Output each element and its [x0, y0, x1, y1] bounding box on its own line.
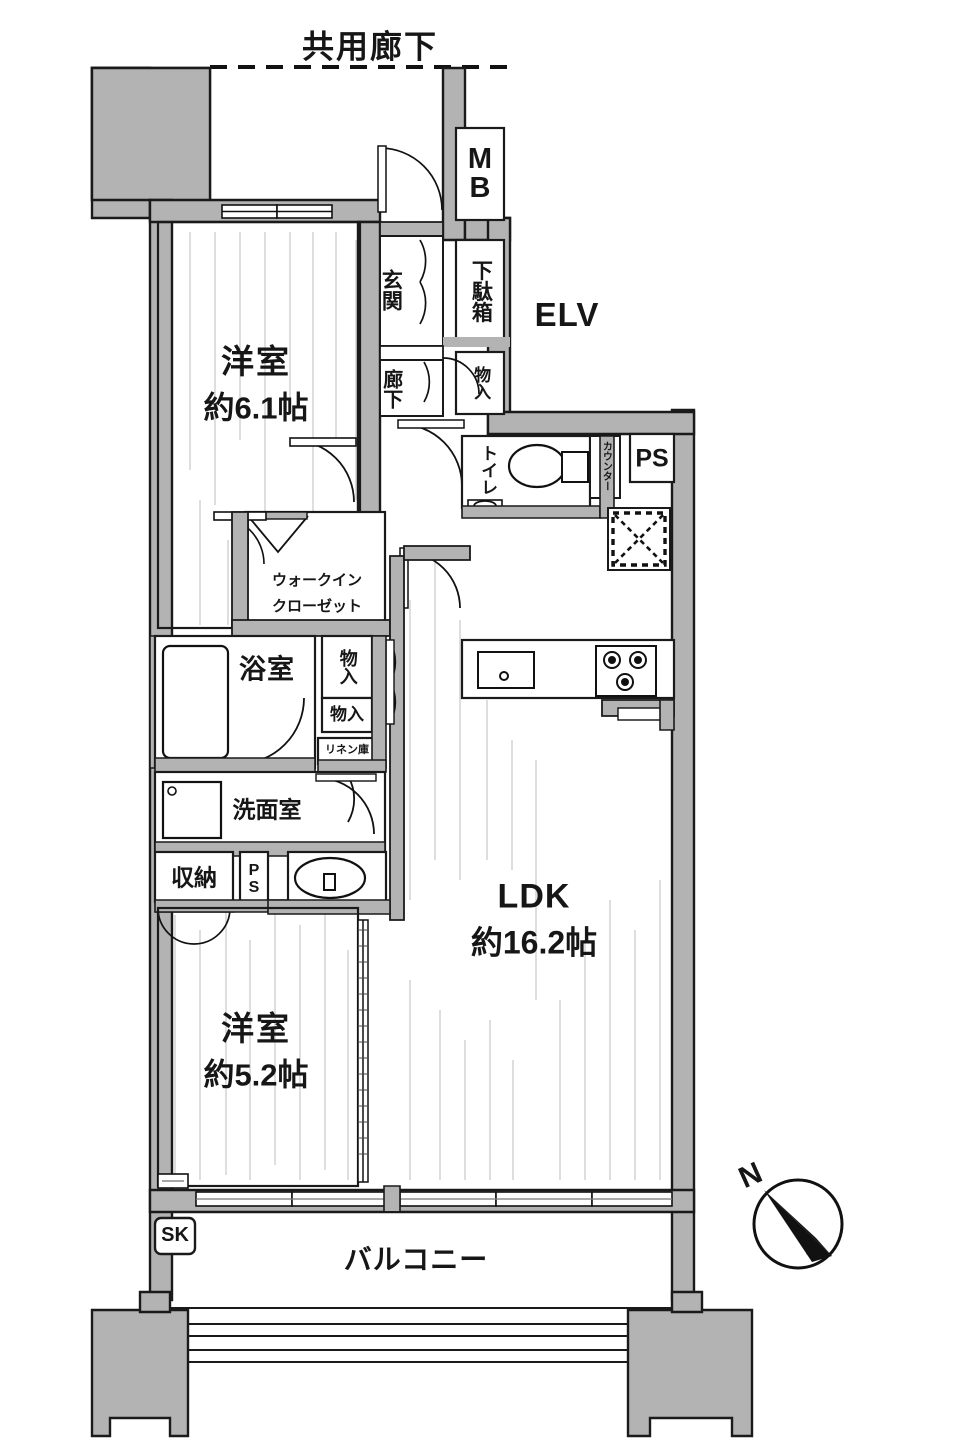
top-left-notch: [90, 66, 212, 222]
wic-bottom-wall: [231, 619, 391, 637]
wic-left-wall: [231, 511, 249, 629]
ldk-size: 約16.2帖: [470, 924, 598, 961]
toilet-bowl: [507, 443, 567, 489]
kitchen-sink: [477, 651, 535, 689]
bedroom-1-door: [289, 437, 357, 503]
toilet-label: トイレ: [478, 444, 498, 496]
floor-grain-ldk: [409, 560, 685, 1180]
washroom-door: [315, 773, 377, 835]
elevator-label: ELV: [534, 296, 600, 334]
hallway-sep-wall: [379, 345, 444, 361]
balcony-pier-right: [626, 1308, 754, 1438]
entrance-label: 玄関: [379, 269, 403, 311]
storage-door-arc: [442, 357, 480, 395]
entry-storage-label: 物入: [471, 366, 491, 400]
balcony-pier-right-stub: [670, 1290, 704, 1314]
bathroom-label: 浴室: [239, 654, 295, 685]
bedroom-2-sliding-door: [357, 919, 369, 1183]
washer-drain: [167, 786, 177, 796]
toilet-tank: [561, 451, 589, 483]
entry-left-wall: [356, 220, 382, 562]
bedroom-2-name: 洋室: [221, 1010, 291, 1048]
kitchen-side-wall: [659, 699, 675, 731]
stove-burners: [603, 651, 647, 691]
linen-bottom: [317, 759, 387, 773]
bath-bottom-wall: [154, 757, 316, 773]
ldk-upper-wall: [462, 518, 614, 532]
counter-label: カウンター: [600, 441, 612, 491]
ldk-boundary-left: [389, 555, 405, 921]
bedroom-1-window: [221, 204, 333, 219]
entrance-genkan-room: [379, 235, 444, 347]
balcony-railing: [188, 1323, 628, 1363]
sink-drain: [499, 671, 509, 681]
bathtub: [161, 644, 230, 760]
storage-b-box: [320, 696, 374, 734]
toilet-bottom-wall: [461, 505, 601, 519]
entry-storage: [454, 350, 506, 416]
balcony-pier-left: [90, 1308, 190, 1438]
storage-b-label: 物入: [330, 704, 364, 724]
common-corridor-label: 共用廊下: [301, 28, 439, 65]
corridor-swing-door: [397, 419, 465, 609]
closet-shuno-label: 収納: [171, 864, 217, 891]
basin-faucet: [323, 873, 336, 891]
hallway-label: 廊下: [379, 369, 402, 409]
balcony-mullion: [383, 1185, 401, 1213]
storage-doors-arc: [385, 639, 397, 725]
washroom-label: 洗面室: [232, 796, 302, 823]
balcony-sliding-windows: [195, 1191, 673, 1207]
ldk-name: LDK: [497, 877, 571, 916]
walk-in-closet-room: [243, 510, 387, 630]
elv-wall-horizontal: [486, 410, 696, 436]
ldk-corridor-wall: [403, 545, 471, 561]
closet-shuno-box: [153, 850, 235, 904]
entrance-door-arc: [377, 145, 443, 213]
genkan-inner-door: [419, 239, 427, 325]
sk-label: SK: [161, 1224, 189, 1247]
ps-top-label: PS: [635, 444, 669, 473]
balcony-area: [149, 1211, 695, 1309]
shoe-cabinet-label: 下駄箱: [469, 259, 493, 323]
right-exterior-wall: [670, 408, 696, 1302]
bedroom-2-size: 約5.2帖: [203, 1057, 309, 1093]
shoe-cabinet: [454, 238, 506, 344]
walk-in-closet-label-1: ウォークイン: [271, 571, 363, 589]
balcony-label: バルコニー: [343, 1243, 489, 1275]
meter-box: [454, 126, 506, 222]
attic-access-box: [607, 507, 671, 571]
hallway-room: [379, 359, 444, 417]
ps-top-box: [628, 432, 676, 484]
storage-a-label: 物入: [337, 649, 358, 685]
walk-in-closet-label-2: クローゼット: [271, 597, 363, 615]
sk-box: [153, 1216, 197, 1256]
compass-rose: [752, 1178, 844, 1270]
bedroom-1-name: 洋室: [221, 343, 291, 381]
bedroom-1-size: 約6.1帖: [203, 390, 309, 426]
hallway-door-arc: [423, 361, 431, 403]
storage-right-wall: [371, 635, 387, 769]
ps-mid-box: [238, 850, 270, 910]
balcony-pier-left-stub: [138, 1290, 172, 1314]
entrance-genkan-wall-top: [379, 221, 444, 237]
floor-grain-bedroom-2: [174, 908, 349, 1180]
linen-cabinet-label: リネン庫: [325, 744, 369, 757]
